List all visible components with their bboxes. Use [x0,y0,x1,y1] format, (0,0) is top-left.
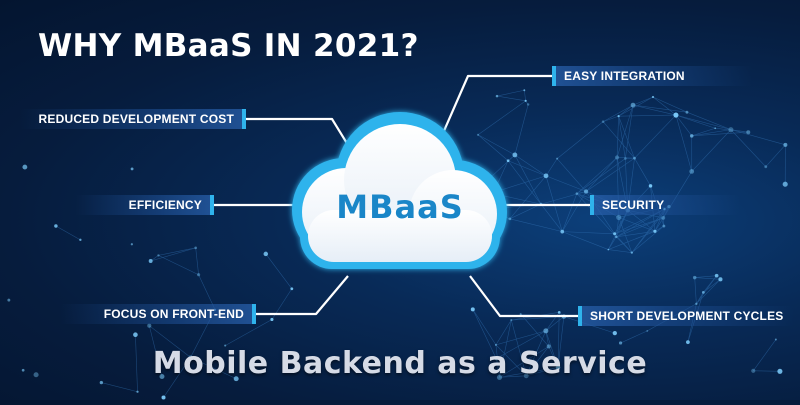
connector-front-end [256,276,348,314]
benefit-easy-integration: EASY INTEGRATION [552,66,752,86]
benefit-focus-on-front-end: FOCUS ON FRONT-END [60,304,256,324]
benefit-security: SECURITY [590,195,740,215]
page-subtitle: Mobile Backend as a Service [0,346,800,381]
connector-short-cycles [470,276,578,316]
benefit-short-development-cycles: SHORT DEVELOPMENT CYCLES [578,306,794,326]
connector-easy-integration [440,76,552,140]
connector-reduced-cost [246,119,356,158]
benefit-reduced-development-cost: REDUCED DEVELOPMENT COST [20,109,246,129]
benefit-efficiency: EFFICIENCY [76,195,214,215]
